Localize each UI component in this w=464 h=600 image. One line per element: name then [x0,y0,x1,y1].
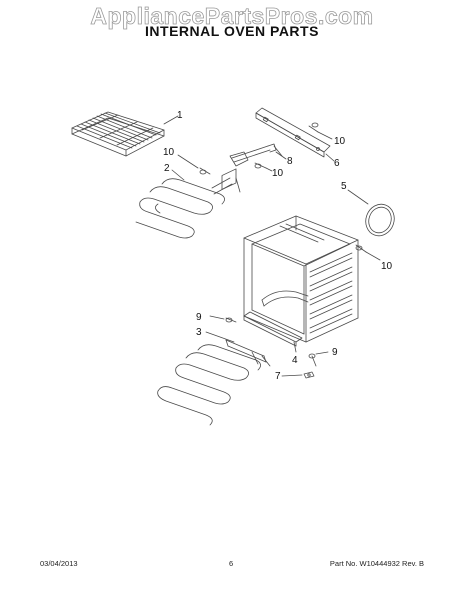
broil-element-part [135,168,241,239]
callout-number: 8 [287,156,293,167]
callout-number: 2 [164,163,170,174]
oven-cavity-frame [243,215,359,343]
callout-number: 3 [196,327,202,338]
screw-part [355,244,367,253]
callout-number: 1 [177,110,183,121]
screw-part [225,317,237,323]
screw-part [308,122,319,133]
oven-rack-part [71,111,165,157]
bottom-bracket-part [243,311,303,347]
callout-number: 10 [272,168,284,179]
screw-part [254,162,267,169]
callout-number: 10 [381,261,393,272]
oven-light-lens-part [365,203,395,237]
footer-part-number: Part No. W10444932 Rev. B [329,559,424,568]
clip-part [303,371,315,379]
callout-number: 10 [334,136,346,147]
screw-part [308,353,317,367]
callout-number: 5 [341,181,347,192]
callout-number: 9 [196,312,202,323]
temperature-sensor-part [229,143,283,167]
callout-number: 6 [334,158,340,169]
footer-date: 03/04/2013 [40,559,78,568]
callout-number: 4 [292,355,298,366]
footer-page-number: 6 [229,559,234,568]
callout-number: 7 [275,371,281,382]
bake-element-part [157,339,271,426]
page-title: INTERNAL OVEN PARTS [145,23,319,39]
screw-part [199,167,211,175]
top-bracket-part [255,107,331,158]
callout-number: 10 [163,147,175,158]
callout-number: 9 [332,347,338,358]
watermark: AppliancePartsPros.com [90,3,374,30]
